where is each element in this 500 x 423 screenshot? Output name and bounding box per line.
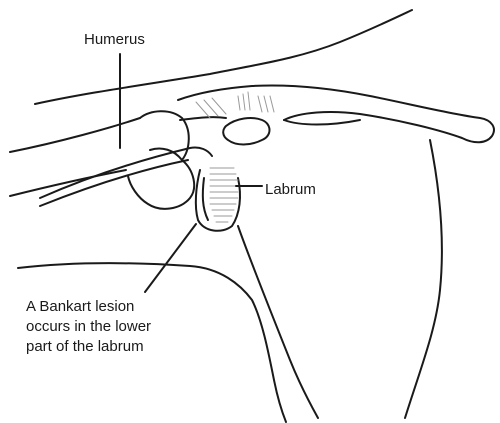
scapula-upper-border	[284, 120, 360, 125]
humerus-shaft-lower	[10, 170, 126, 196]
glenoid-inner	[203, 178, 208, 220]
bankart-note-line-3: part of the labrum	[26, 337, 151, 357]
labrum-shading	[210, 168, 238, 222]
scapula-medial-border	[405, 140, 442, 418]
labrum-label: Labrum	[265, 180, 316, 199]
rotator-cuff-shading	[196, 92, 274, 118]
bankart-note-line-2: occurs in the lower	[26, 317, 151, 337]
coracoid-process	[223, 118, 269, 145]
bankart-note-line-1: A Bankart lesion	[26, 297, 151, 317]
humerus-label: Humerus	[84, 30, 145, 49]
acromion-lower-edge	[180, 117, 226, 120]
bankart-leader-line	[145, 224, 196, 292]
bankart-lesion-note: A Bankart lesion occurs in the lower par…	[26, 297, 151, 357]
scapula-lateral-border	[238, 226, 318, 418]
